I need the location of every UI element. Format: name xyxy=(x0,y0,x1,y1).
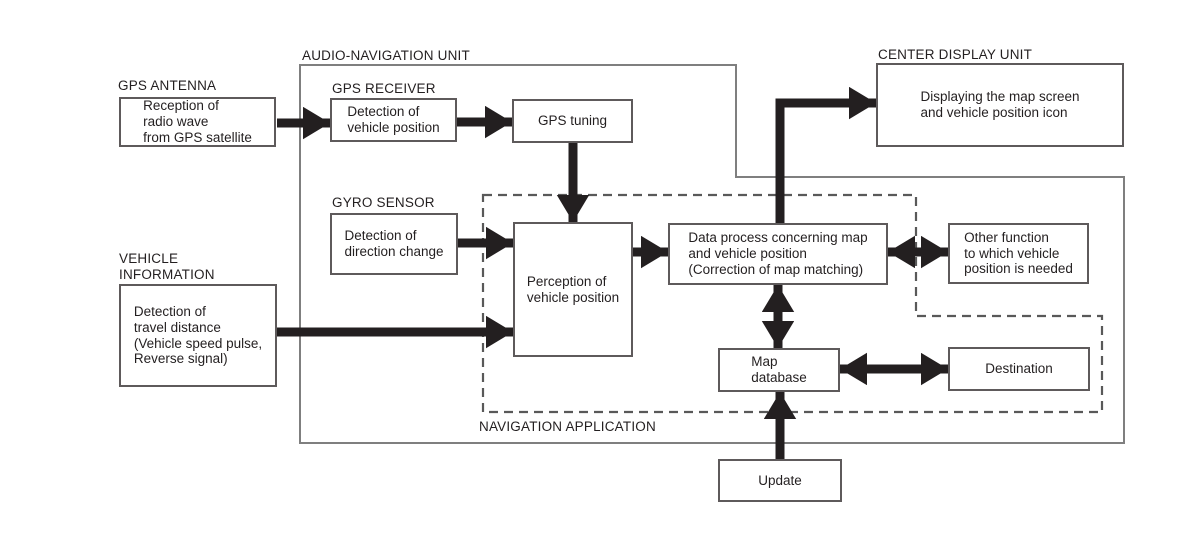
update-box: Update xyxy=(718,459,842,502)
gps-tuning-box-text: GPS tuning xyxy=(537,113,608,129)
gps-antenna-label: GPS ANTENNA xyxy=(118,78,217,93)
gyro-sensor-box: Detection of direction change xyxy=(330,213,458,275)
center-display-box-text: Displaying the map screen and vehicle po… xyxy=(920,89,1080,120)
vehicle-information-label: VEHICLE INFORMATION xyxy=(119,251,215,282)
gyro-sensor-label: GYRO SENSOR xyxy=(332,195,435,210)
navigation-application-label: NAVIGATION APPLICATION xyxy=(479,419,656,434)
arrow-data-process-to-center-display xyxy=(775,86,876,223)
gyro-sensor-box-text: Detection of direction change xyxy=(344,228,444,259)
perception-box-text: Perception of vehicle position xyxy=(526,273,620,305)
update-box-text: Update xyxy=(758,472,802,488)
gps-tuning-box: GPS tuning xyxy=(512,99,633,143)
other-function-box: Other function to which vehicle position… xyxy=(948,223,1089,284)
vehicle-information-box-text: Detection of travel distance (Vehicle sp… xyxy=(133,303,263,367)
data-process-box-text: Data process concerning map and vehicle … xyxy=(688,230,868,277)
center-display-unit-label: CENTER DISPLAY UNIT xyxy=(878,47,1033,62)
center-display-box: Displaying the map screen and vehicle po… xyxy=(876,63,1124,147)
gps-antenna-box-text: Reception of radio wave from GPS satelli… xyxy=(143,98,252,145)
vehicle-information-box: Detection of travel distance (Vehicle sp… xyxy=(119,284,277,387)
audio-navigation-unit-label: AUDIO-NAVIGATION UNIT xyxy=(302,48,470,63)
gps-receiver-label: GPS RECEIVER xyxy=(332,81,436,96)
navigation-application-outline xyxy=(481,193,1104,414)
gps-antenna-box: Reception of radio wave from GPS satelli… xyxy=(119,97,276,147)
perception-box: Perception of vehicle position xyxy=(513,222,633,357)
other-function-box-text: Other function to which vehicle position… xyxy=(964,229,1073,277)
audio-navigation-unit-outline xyxy=(299,64,1125,444)
gps-receiver-box-text: Detection of vehicle position xyxy=(347,104,440,135)
destination-box-text: Destination xyxy=(985,361,1053,377)
destination-box: Destination xyxy=(948,347,1090,391)
data-process-box: Data process concerning map and vehicle … xyxy=(668,223,888,285)
gps-receiver-box: Detection of vehicle position xyxy=(330,98,457,142)
map-database-box: Map database xyxy=(718,348,840,392)
map-database-box-text: Map database xyxy=(751,354,807,385)
